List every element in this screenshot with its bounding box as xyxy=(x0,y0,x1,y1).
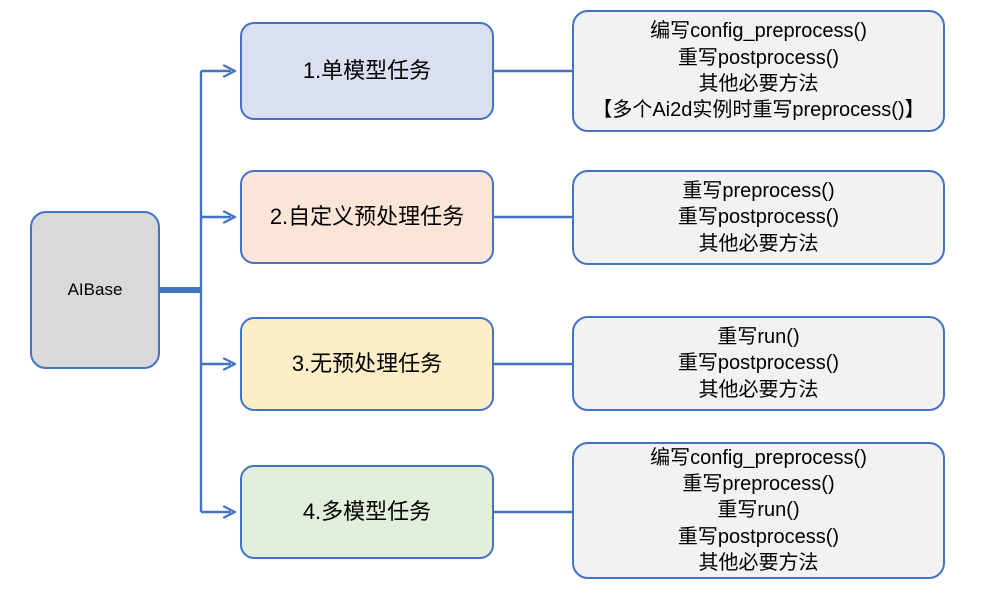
detail-line-list: 重写preprocess() 重写postprocess() 其他必要方法 xyxy=(584,178,933,257)
detail-line-list: 编写config_preprocess() 重写postprocess() 其他… xyxy=(584,18,933,124)
detail-line: 【多个Ai2d实例时重写preprocess()】 xyxy=(592,99,925,122)
arrowhead-branch-2 xyxy=(222,210,237,224)
detail-line: 重写preprocess() xyxy=(682,472,835,495)
node-single-model-task-label: 1.单模型任务 xyxy=(302,58,432,84)
node-single-model-task[interactable]: 1.单模型任务 xyxy=(240,22,494,120)
node-custom-preprocess-task[interactable]: 2.自定义预处理任务 xyxy=(240,170,494,264)
node-custom-preprocess-task-label: 2.自定义预处理任务 xyxy=(269,204,465,230)
detail-line: 其他必要方法 xyxy=(698,552,819,575)
node-single-model-task-detail[interactable]: 编写config_preprocess() 重写postprocess() 其他… xyxy=(572,10,945,132)
detail-line: 重写postprocess() xyxy=(677,352,840,375)
node-custom-preprocess-task-detail[interactable]: 重写preprocess() 重写postprocess() 其他必要方法 xyxy=(572,170,945,265)
node-no-preprocess-task-detail[interactable]: 重写run() 重写postprocess() 其他必要方法 xyxy=(572,316,945,411)
detail-line-list: 重写run() 重写postprocess() 其他必要方法 xyxy=(584,324,933,403)
node-no-preprocess-task[interactable]: 3.无预处理任务 xyxy=(240,317,494,411)
detail-line: 编写config_preprocess() xyxy=(650,446,867,469)
node-multi-model-task-detail[interactable]: 编写config_preprocess() 重写preprocess() 重写r… xyxy=(572,442,945,579)
detail-line: 重写postprocess() xyxy=(677,206,840,229)
arrowhead-branch-4 xyxy=(222,505,237,519)
arrowhead-branch-1 xyxy=(222,64,237,78)
detail-line: 其他必要方法 xyxy=(698,378,819,401)
detail-line: 重写run() xyxy=(717,499,800,522)
node-multi-model-task[interactable]: 4.多模型任务 xyxy=(240,465,494,559)
node-multi-model-task-label: 4.多模型任务 xyxy=(302,499,432,525)
detail-line: 其他必要方法 xyxy=(698,73,819,95)
arrowhead-branch-3 xyxy=(222,357,237,371)
detail-line: 重写preprocess() xyxy=(682,179,835,202)
detail-line: 编写config_preprocess() xyxy=(650,20,867,43)
detail-line-list: 编写config_preprocess() 重写preprocess() 重写r… xyxy=(584,445,933,577)
detail-line: 重写postprocess() xyxy=(677,525,840,548)
detail-line: 重写postprocess() xyxy=(677,46,840,69)
node-no-preprocess-task-label: 3.无预处理任务 xyxy=(291,351,443,377)
detail-line: 其他必要方法 xyxy=(698,232,819,255)
node-aibase-label: AIBase xyxy=(67,279,123,299)
node-aibase[interactable]: AIBase xyxy=(30,211,160,369)
detail-line: 重写run() xyxy=(717,325,800,348)
